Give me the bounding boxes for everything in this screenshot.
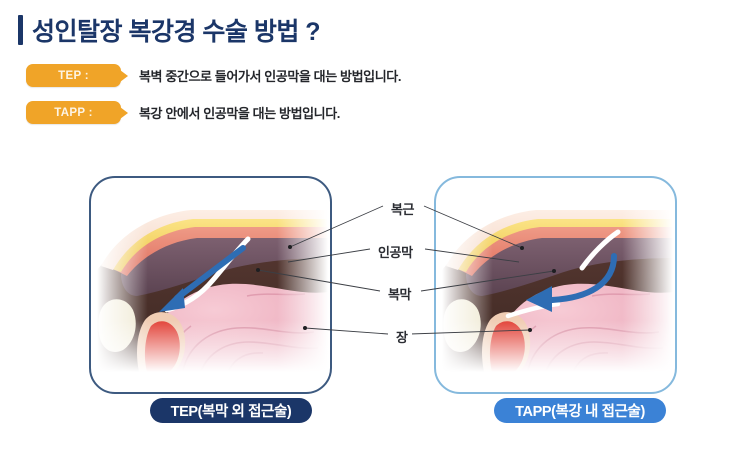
illustration-tep (97, 200, 328, 372)
legend-row-tapp: TAPP : 복강 안에서 인공막을 대는 방법입니다. (26, 101, 340, 124)
panel-tep (89, 176, 332, 394)
caption-tep-text: TEP(복막 외 접근술) (170, 404, 292, 420)
tag-tapp-label: TAPP : (54, 106, 93, 119)
tag-tep: TEP : (26, 64, 128, 87)
tag-tapp: TAPP : (26, 101, 128, 124)
legend-row-tep: TEP : 복벽 중간으로 들어가서 인공막을 대는 방법입니다. (26, 64, 401, 87)
anatomy-label-mesh: 인공막 (374, 242, 417, 261)
caption-tep: TEP(복막 외 접근술) (150, 398, 312, 423)
page-title-row: 성인탈장 복강경 수술 방법 ? (18, 12, 321, 48)
anatomy-label-abdominal-muscle: 복근 (387, 199, 419, 218)
anatomy-label-peritoneum: 복막 (384, 284, 416, 303)
caption-tapp: TAPP(복강 내 접근술) (494, 398, 666, 423)
illustration-tapp (442, 200, 673, 372)
legend-tep-description: 복벽 중간으로 들어가서 인공막을 대는 방법입니다. (139, 69, 402, 84)
tag-pointer-icon (120, 106, 128, 119)
anatomy-label-intestine: 장 (392, 327, 412, 346)
page-title: 성인탈장 복강경 수술 방법 ? (32, 18, 321, 46)
caption-tapp-text: TAPP(복강 내 접근술) (515, 404, 645, 420)
legend-tapp-description: 복강 안에서 인공막을 대는 방법입니다. (139, 106, 341, 121)
title-accent-bar (18, 15, 23, 45)
tag-pointer-icon (120, 69, 128, 82)
panel-tapp (434, 176, 677, 394)
tag-tep-label: TEP : (58, 69, 89, 82)
